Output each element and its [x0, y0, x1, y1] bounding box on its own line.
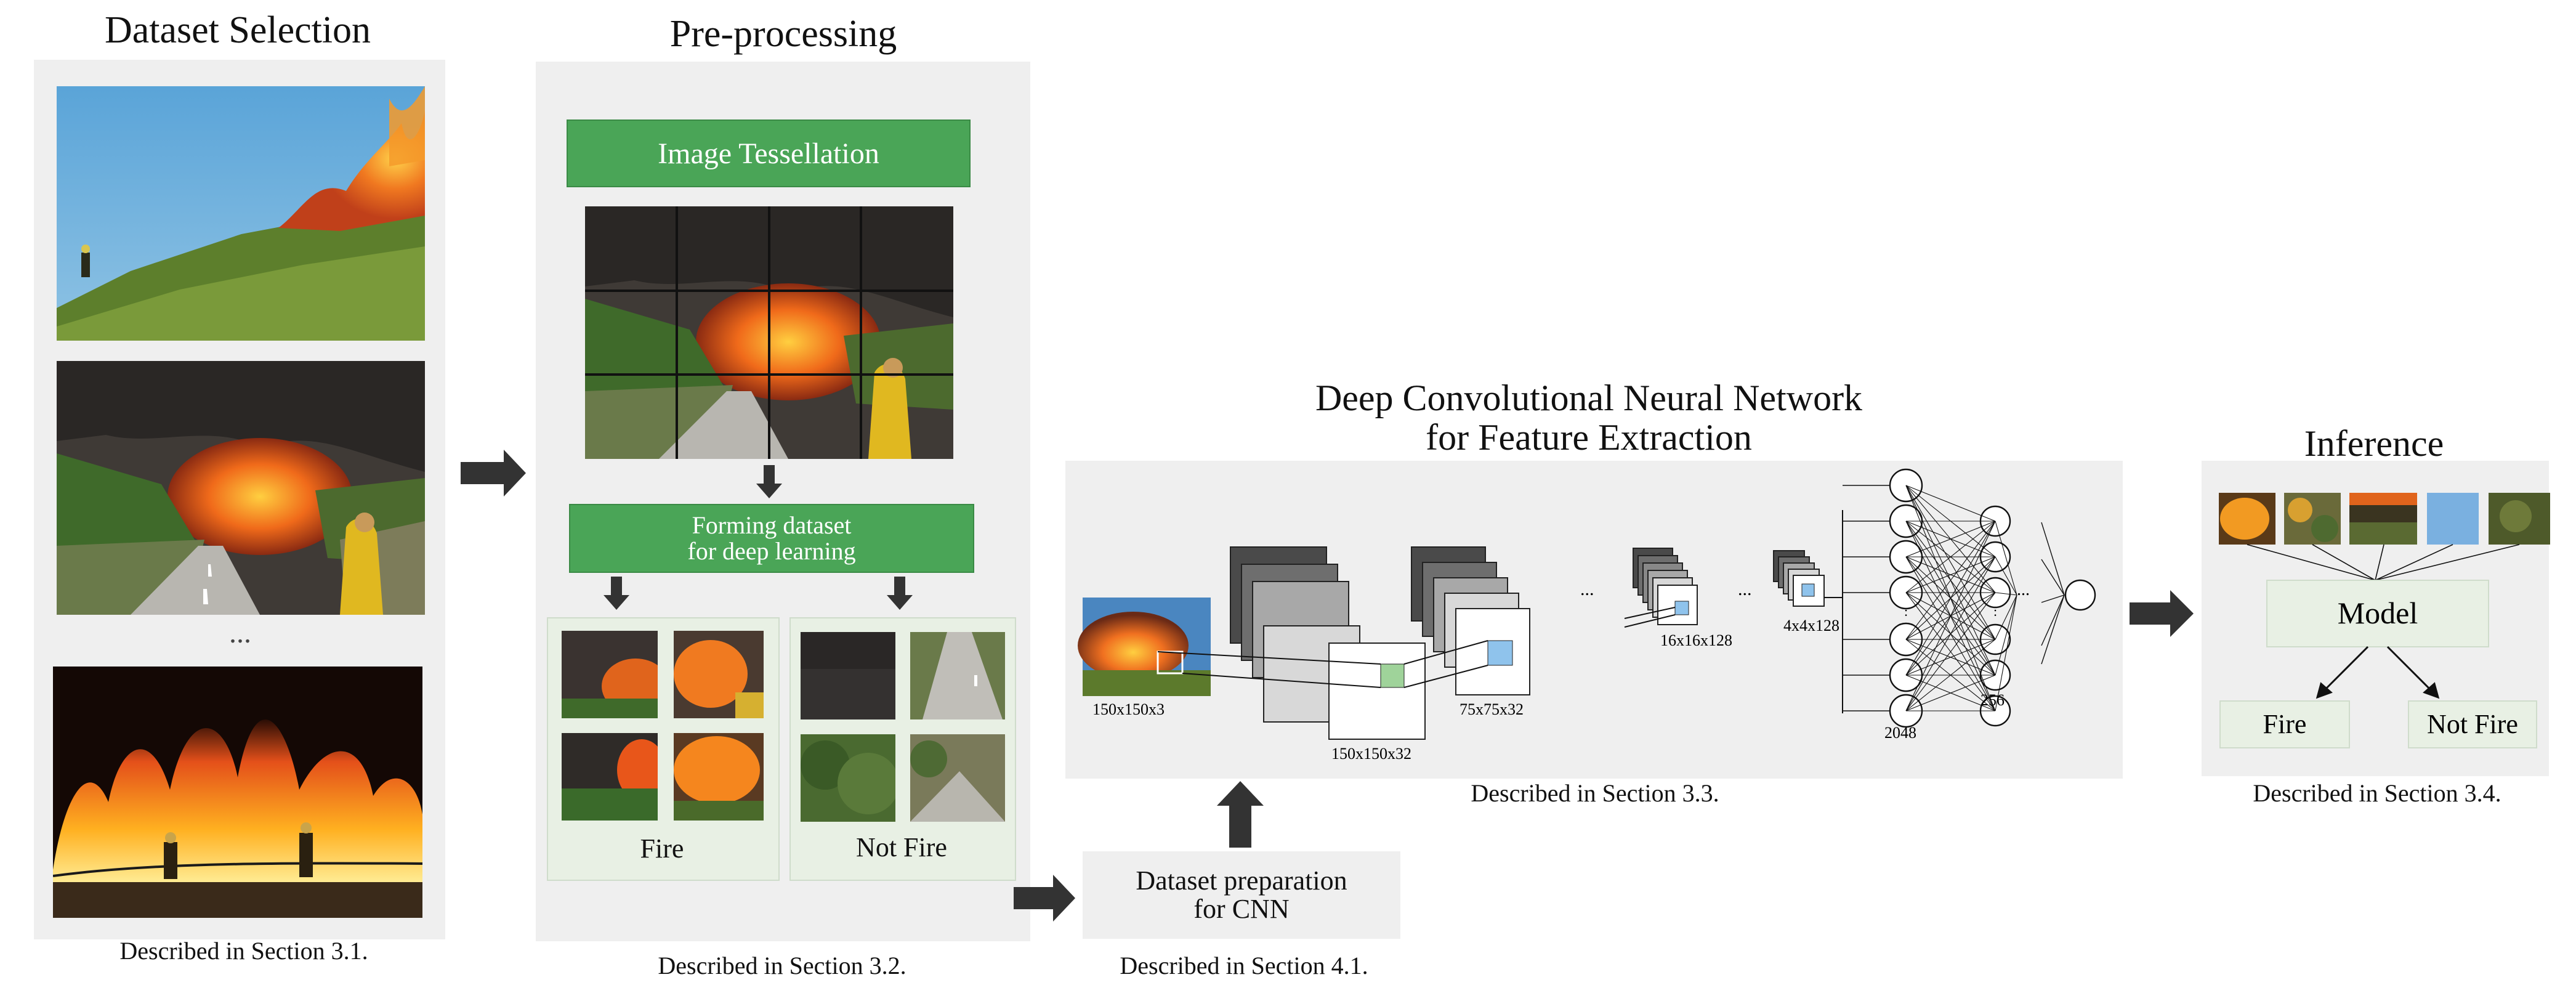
dataset-selection-caption: Described in Section 3.1. — [119, 937, 368, 965]
inference-thumb-4 — [2427, 493, 2479, 545]
cnn-title-line2: for Feature Extraction — [1426, 417, 1752, 458]
dense-vertical-ellipsis: : — [1993, 604, 1997, 619]
dim-conv2: 75x75x32 — [1460, 700, 1524, 718]
preprocessing-caption: Described in Section 3.2. — [658, 952, 906, 979]
output-node — [2041, 522, 2096, 665]
fire-set-label: Fire — [640, 833, 684, 864]
conv-block-4 — [1773, 550, 1843, 607]
dataset-selection-title: Dataset Selection — [104, 9, 371, 51]
dense-connection — [1995, 556, 2017, 596]
dense-connection — [1905, 521, 1996, 557]
cnn-caption: Described in Section 3.3. — [1471, 779, 1719, 807]
model-box — [2266, 580, 2489, 647]
image-tessellation-label: Image Tessellation — [658, 137, 879, 170]
preprocessing-title: Pre-processing — [669, 13, 897, 55]
inference-title: Inference — [2304, 423, 2444, 464]
arrow-to-preprocessing — [461, 450, 526, 496]
dense-connection — [1905, 556, 1996, 593]
conv-block-1 — [1230, 546, 1426, 740]
dataset-photo-hillside-fire — [57, 86, 425, 341]
arrow-to-dataset-prep — [1014, 875, 1075, 922]
dim-conv3: 16x16x128 — [1660, 631, 1732, 649]
not-fire-set-label: Not Fire — [856, 832, 947, 862]
cnn-input-image — [1078, 598, 1211, 696]
inference-thumb-1 — [2219, 493, 2275, 545]
dim-dense2: 256 — [1980, 691, 2005, 709]
dim-conv4: 4x4x128 — [1783, 617, 1839, 634]
fire-tile-2 — [674, 631, 764, 718]
dense-connection — [1905, 592, 1996, 711]
fire-tile-4 — [674, 733, 764, 821]
inference-thumb-3 — [2349, 493, 2417, 545]
dense-connection — [1995, 521, 2017, 596]
dense-connection — [1905, 556, 1996, 711]
inference-caption: Described in Section 3.4. — [2253, 779, 2501, 807]
dataset-ellipsis: ... — [229, 617, 251, 649]
dense-connection — [1905, 521, 1996, 593]
tessellated-fire-photo — [585, 206, 953, 459]
dense-connection — [1995, 594, 2017, 640]
dim-dense1: 2048 — [1884, 724, 1916, 742]
dim-input: 150x150x3 — [1092, 700, 1165, 718]
dataset-prep-line1: Dataset preparation — [1136, 865, 1347, 896]
dense-connection — [1905, 521, 1996, 676]
arrow-to-not-fire-set — [887, 577, 913, 610]
dense-connection — [1905, 521, 1996, 640]
dense-vertical-ellipsis: : — [1904, 604, 1908, 619]
arrow-to-inference — [2130, 590, 2194, 637]
dataset-prep-caption: Described in Section 4.1. — [1120, 952, 1368, 979]
inference-diagram: Model Fire Not Fire — [2219, 493, 2550, 748]
not-fire-tile-1 — [801, 632, 895, 719]
arrow-to-fire-set — [604, 577, 629, 610]
model-label: Model — [2338, 596, 2418, 630]
image-tessellation-box: Image Tessellation — [567, 120, 971, 187]
fire-output-label: Fire — [2263, 709, 2307, 739]
not-fire-tile-3 — [801, 734, 895, 822]
conv-block-2 — [1411, 546, 1530, 695]
dataset-photo-firefighters — [53, 667, 422, 918]
forming-dataset-line1: Forming dataset — [692, 511, 852, 539]
dense-connection — [1995, 594, 2017, 711]
cnn-ellipsis-2: ... — [1738, 579, 1752, 599]
not-fire-tile-4 — [910, 734, 1005, 822]
dense-connection — [1905, 639, 1996, 676]
not-fire-output-box — [2408, 700, 2537, 748]
dense-connection — [1995, 594, 2017, 676]
arrow-dataset-prep-to-cnn — [1217, 781, 1264, 848]
dense-connection — [1905, 639, 1996, 711]
cnn-title-line1: Deep Convolutional Neural Network — [1315, 378, 1863, 418]
fire-tile-3 — [562, 733, 658, 821]
not-fire-output-label: Not Fire — [2427, 709, 2518, 739]
dataset-prep-line2: for CNN — [1193, 894, 1290, 924]
fire-output-box — [2219, 700, 2350, 748]
inference-thumb-2 — [2284, 493, 2341, 545]
dense-connection — [1905, 675, 1996, 711]
dense-connection — [1905, 485, 1996, 640]
fire-tile-1 — [562, 631, 658, 718]
cnn-architecture-diagram: ... ... ... 15 — [1078, 468, 2096, 763]
dataset-photo-road-fire — [57, 361, 425, 615]
forming-dataset-box: Forming dataset for deep learning — [569, 504, 974, 573]
dense-connection — [1995, 592, 2017, 596]
arrow-tessellation-to-forming — [756, 465, 782, 498]
dim-conv1: 150x150x32 — [1331, 745, 1411, 763]
cnn-ellipsis-3: ... — [2017, 580, 2030, 599]
not-fire-tile-2 — [910, 632, 1005, 719]
inference-thumb-5 — [2489, 493, 2550, 545]
dense-connections — [1843, 485, 2017, 711]
conv-block-3 — [1624, 548, 1698, 628]
dataset-prep-box: Dataset preparation for CNN — [1083, 851, 1400, 939]
cnn-ellipsis-1: ... — [1580, 579, 1594, 599]
dense-connection — [1905, 521, 1996, 711]
forming-dataset-line2: for deep learning — [687, 537, 856, 565]
dense-connection — [1905, 485, 1996, 522]
